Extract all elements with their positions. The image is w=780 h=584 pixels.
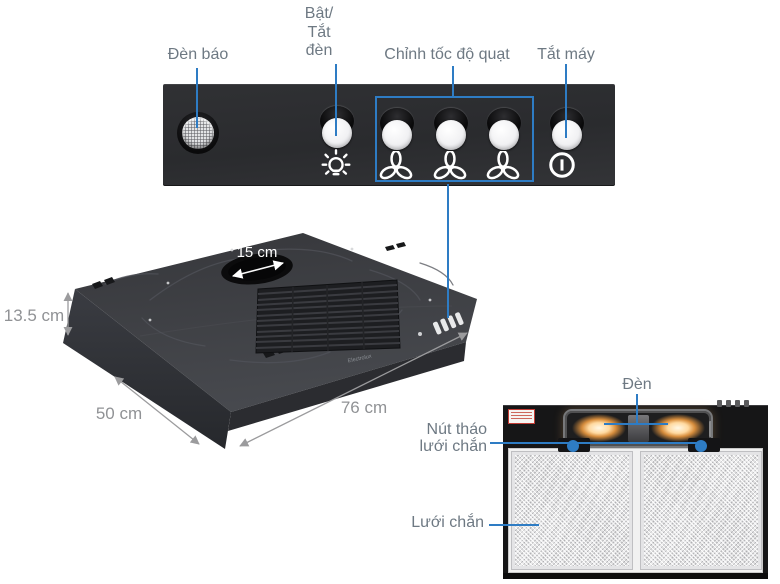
control-panel <box>163 84 615 186</box>
label-indicator-light: Đèn báo <box>167 46 229 63</box>
fan-icon <box>379 151 413 180</box>
filter-area <box>508 448 763 573</box>
underside-knob-stem <box>744 400 749 407</box>
hood-grille <box>255 279 401 354</box>
underside-bottom-edge <box>503 573 768 579</box>
duct-arrow <box>231 260 285 279</box>
fan-icon <box>486 151 520 180</box>
hood-side-dot <box>418 332 422 336</box>
light-button <box>318 106 356 152</box>
fan-icon <box>433 151 467 180</box>
underside-knob-stem <box>726 400 731 407</box>
lamp-glow-right <box>651 414 705 442</box>
width-arrow <box>239 332 468 447</box>
fan-speed-button-2 <box>432 108 470 154</box>
duct-diameter-label: 15 cm <box>237 244 278 261</box>
fan-button-2-face <box>436 120 466 150</box>
connector-power-off <box>565 64 567 138</box>
label-power-off: Tắt máy <box>537 46 595 63</box>
connector-filter-mesh <box>489 524 539 526</box>
depth-arrow <box>114 376 200 445</box>
power-button <box>548 108 586 154</box>
connector-lamp-vertical <box>636 394 638 424</box>
connector-light-toggle <box>335 64 337 136</box>
dimension-height: 13.5 cm <box>3 306 65 325</box>
label-light-toggle-line2: Tắt <box>307 23 331 41</box>
underside-photo <box>503 400 768 579</box>
fan-button-1-face <box>382 120 412 150</box>
connector-indicator <box>196 68 198 128</box>
fan-button-3-face <box>489 120 519 150</box>
underside-knob-stem <box>717 400 722 407</box>
label-fan-speed: Chỉnh tốc độ quạt <box>384 46 510 63</box>
connector-fan-speed-to-hood <box>447 184 449 318</box>
label-light-toggle-line1: Bật/ <box>304 5 334 22</box>
fan-speed-group-outline <box>375 96 534 182</box>
label-light-toggle: Bật/ Tắt đèn <box>294 5 344 61</box>
underside-knob-stem <box>735 400 740 407</box>
hood-side-buttons <box>433 312 464 335</box>
sticker-text-lines <box>511 412 532 420</box>
label-filter-mesh: Lưới chắn <box>411 514 484 531</box>
hood-illustration: 15 cm Electrolux <box>63 233 477 449</box>
power-button-face <box>552 120 582 150</box>
lamp-glow-left <box>572 414 626 442</box>
connector-filter-release <box>490 442 704 444</box>
connector-lamp-horizontal <box>604 423 668 425</box>
indicator-light <box>177 112 219 154</box>
connector-fan-speed-top <box>452 66 454 96</box>
fan-speed-button-3 <box>485 108 523 154</box>
warning-sticker <box>508 409 535 424</box>
indicator-lens <box>182 117 214 149</box>
lamp-side-tab <box>709 421 711 437</box>
filter-mesh-right <box>640 451 762 570</box>
light-bulb-icon <box>321 149 351 176</box>
light-button-face <box>322 118 352 148</box>
filter-mesh-left <box>511 451 633 570</box>
label-light-toggle-line3: đèn <box>305 42 333 59</box>
fan-speed-button-1 <box>378 108 416 154</box>
lamp-bracket <box>628 415 649 442</box>
label-lamp: Đèn <box>622 376 652 393</box>
power-icon <box>549 152 575 178</box>
